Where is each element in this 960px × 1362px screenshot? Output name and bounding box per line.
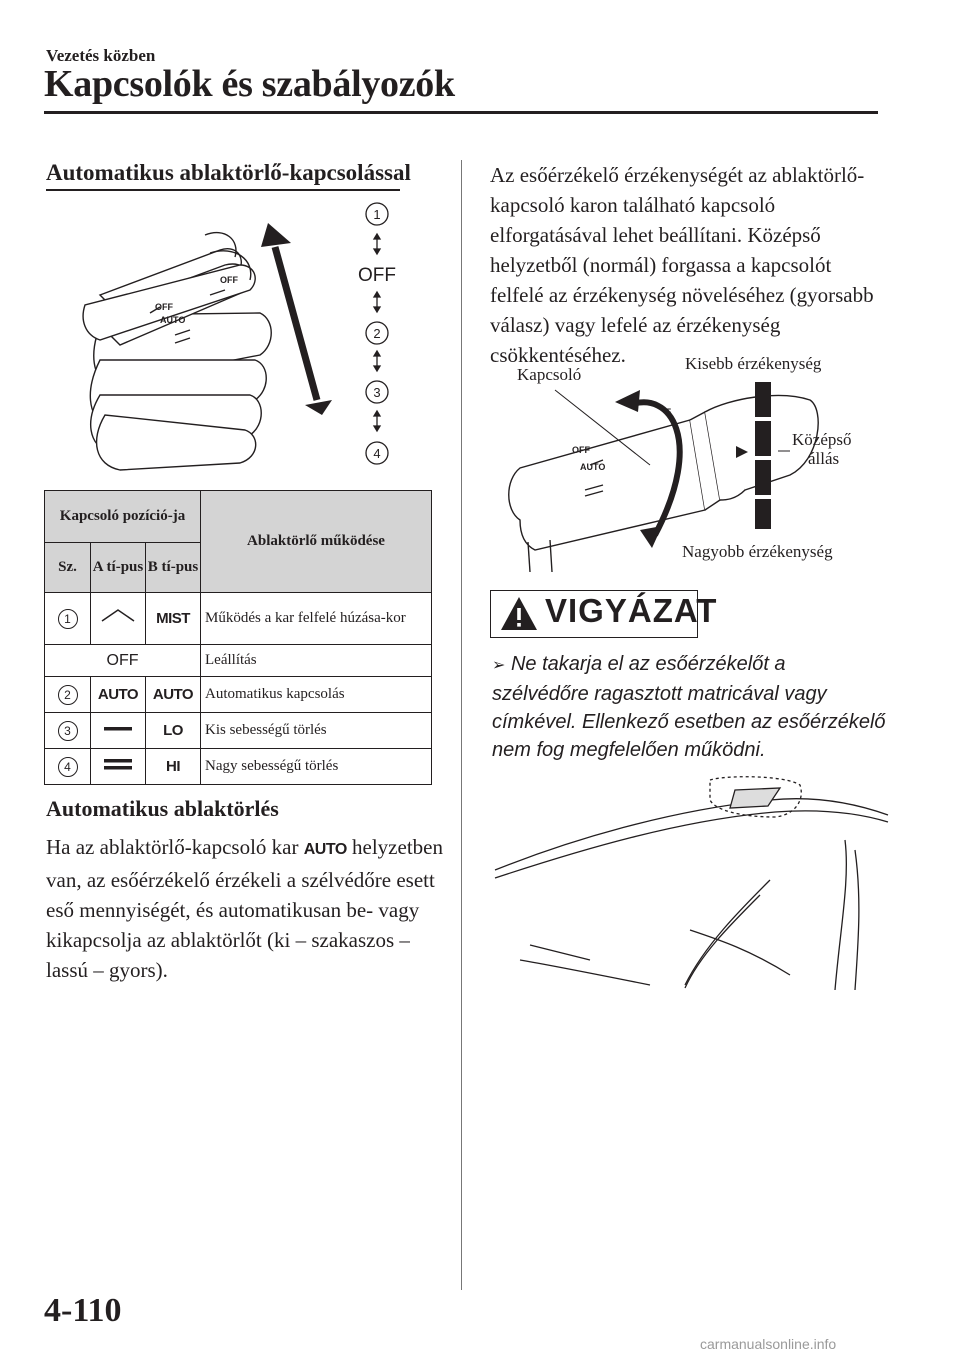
bullet-arrow-icon: ➢ [492, 657, 506, 674]
svg-text:°F: °F [662, 407, 672, 417]
heading-underline [46, 189, 400, 191]
wiper-single-icon [101, 609, 135, 622]
operation-text: Nagy sebességű törlés [200, 748, 432, 785]
page-title: Kapcsolók és szabályozók [44, 63, 455, 105]
fig-label-4: 4 [373, 446, 380, 461]
fig-label-off: OFF [358, 265, 396, 286]
single-bar-icon [104, 727, 132, 731]
svg-text:AUTO: AUTO [160, 315, 185, 325]
body-text-post: helyzetben van, az esőérzékelő érzékeli … [46, 835, 443, 982]
operation-text: Működés a kar felfelé húzása-kor [200, 592, 432, 645]
warning-triangle-icon [501, 597, 537, 630]
svg-text:OFF: OFF [572, 445, 590, 455]
section-label: Vezetés közben [46, 46, 156, 65]
table-header-type-a: A tí-pus [90, 542, 146, 593]
warning-body: Ne takarja el az esőérzékelőt a szélvédő… [492, 653, 886, 761]
auto-inline-label: AUTO [303, 841, 348, 858]
double-bar-icon [104, 759, 132, 770]
row-number: 1 [57, 608, 78, 629]
type-b-label: LO [163, 721, 183, 739]
wiper-stalk-figure: OFF AUTO OFF 1 OFF 2 3 4 [82, 202, 396, 471]
label-middle-2: állás [808, 449, 839, 468]
column-divider [461, 160, 462, 1290]
sensitivity-figure: OFF AUTO °F Kapcsoló Kisebb érzékenység … [508, 354, 851, 573]
type-b-label: MIST [156, 609, 190, 627]
fig-label-1: 1 [373, 207, 380, 222]
section-heading: Automatikus ablaktörlő-kapcsolással [46, 160, 411, 185]
fig-label-3: 3 [373, 385, 380, 400]
label-middle-1: Középső [792, 430, 851, 449]
position-table: Kapcsoló pozíció-ja Ablaktörlő működése … [44, 490, 432, 785]
label-lower-sensitivity: Kisebb érzékenység [685, 354, 822, 373]
windshield-sensor-figure [494, 776, 889, 990]
warning-box [490, 590, 698, 638]
table-row: 2 AUTO AUTO Automatikus kapcsolás [44, 676, 432, 713]
row-number: 4 [57, 756, 78, 777]
table-row: 4 HI Nagy sebességű törlés [44, 748, 432, 785]
type-a-label: AUTO [97, 685, 139, 703]
page-number: 4-110 [44, 1292, 122, 1329]
svg-text:OFF: OFF [155, 302, 173, 312]
row-number: 3 [57, 720, 78, 741]
svg-text:AUTO: AUTO [580, 462, 605, 472]
type-b-label: HI [166, 757, 181, 775]
table-row: 1 MIST Működés a kar felfelé húzása-kor [44, 592, 432, 645]
operation-text: Leállítás [200, 644, 432, 677]
body-text-right: Az esőérzékelő érzékenységét az ablaktör… [490, 163, 874, 367]
row-number: 2 [57, 684, 78, 705]
body-text-left: Ha az ablaktörlő-kapcsoló kar AUTO helyz… [46, 832, 446, 985]
table-row: 3 LO Kis sebességű törlés [44, 712, 432, 749]
body-text-pre: Ha az ablaktörlő-kapcsoló kar [46, 835, 299, 859]
header-rule [44, 111, 878, 114]
label-higher-sensitivity: Nagyobb érzékenység [682, 542, 833, 561]
warning-label: VIGYÁZAT [545, 592, 718, 629]
fig-label-2: 2 [373, 326, 380, 341]
operation-text: Kis sebességű törlés [200, 712, 432, 749]
table-header-operation: Ablaktörlő működése [200, 490, 432, 593]
subheading: Automatikus ablaktörlés [46, 796, 279, 821]
table-header-no: Sz. [44, 542, 91, 593]
operation-text: Automatikus kapcsolás [200, 676, 432, 713]
table-row: OFF Leállítás [44, 644, 432, 677]
table-header-type-b: B tí-pus [145, 542, 201, 593]
table-header-position: Kapcsoló pozíció-ja [44, 490, 201, 543]
label-switch: Kapcsoló [517, 365, 581, 384]
watermark: carmanualsonline.info [700, 1336, 837, 1352]
type-b-label: AUTO [152, 685, 194, 703]
svg-text:OFF: OFF [220, 275, 238, 285]
type-b-label: OFF [106, 651, 139, 669]
warning-text: ➢ Ne takarja el az esőérzékelőt a szélvé… [492, 650, 887, 764]
